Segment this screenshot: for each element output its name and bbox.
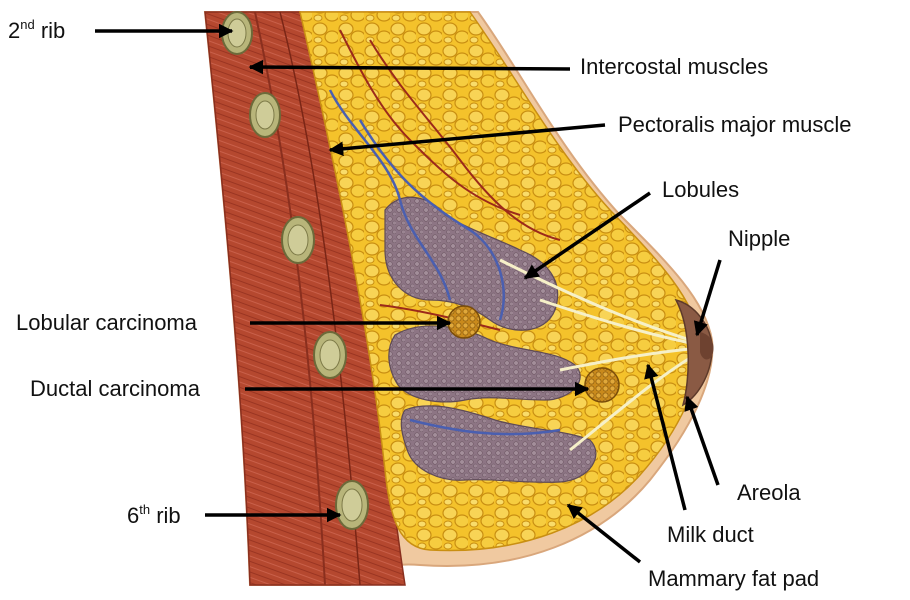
arrow-intercostal xyxy=(250,67,570,69)
arrow-areola xyxy=(687,397,718,485)
label-lobules: Lobules xyxy=(662,179,739,201)
label-intercostal-muscles: Intercostal muscles xyxy=(580,56,768,78)
label-6th-rib: 6th rib xyxy=(127,503,181,527)
lobular-carcinoma-mass xyxy=(448,306,480,338)
ductal-carcinoma-mass xyxy=(585,368,619,402)
label-nipple: Nipple xyxy=(728,228,790,250)
label-mammary-fat-pad: Mammary fat pad xyxy=(648,568,819,590)
label-2nd-rib: 2nd rib xyxy=(8,18,65,42)
label-ductal-carcinoma: Ductal carcinoma xyxy=(30,378,200,400)
label-pectoralis-major-muscle: Pectoralis major muscle xyxy=(618,114,852,136)
label-lobular-carcinoma: Lobular carcinoma xyxy=(16,312,197,334)
label-areola: Areola xyxy=(737,482,801,504)
label-milk-duct: Milk duct xyxy=(667,524,754,546)
